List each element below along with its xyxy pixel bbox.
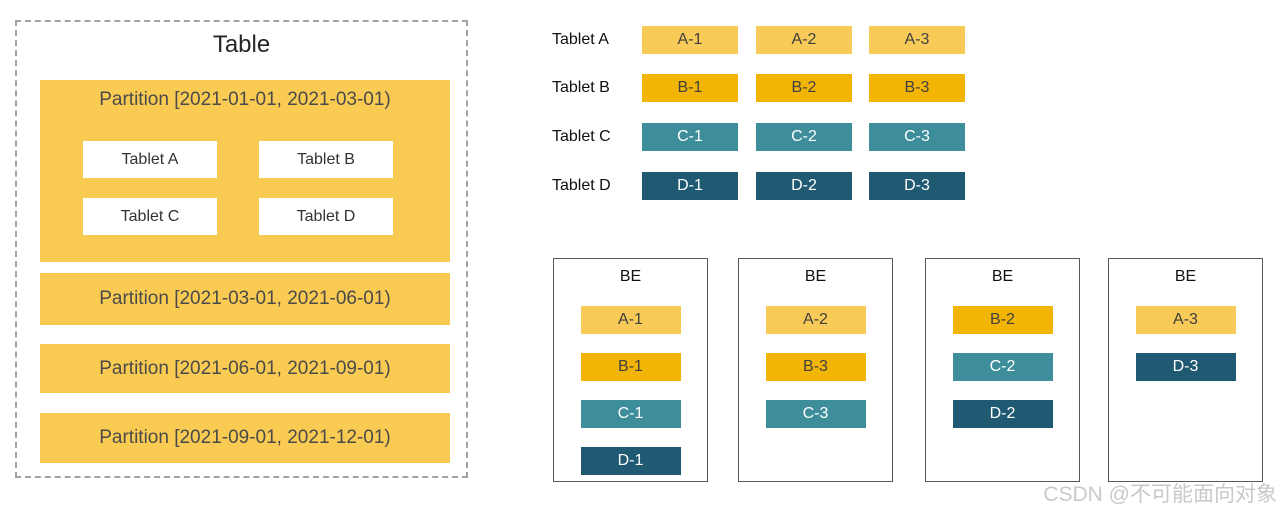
backend-label: BE bbox=[619, 268, 642, 285]
backend-replica-block: C-3 bbox=[765, 400, 866, 428]
tablet-replica-block: D-3 bbox=[869, 172, 965, 200]
watermark: CSDN @不可能面向对象 bbox=[1043, 483, 1277, 506]
tablet-replica-block: A-2 bbox=[756, 26, 852, 54]
partition-label: Partition [2021-01-01, 2021-03-01) bbox=[99, 89, 391, 110]
backend-replica-block: D-1 bbox=[580, 447, 681, 475]
backend-replica-block: A-2 bbox=[765, 306, 866, 334]
backend-replica-block: A-3 bbox=[1135, 306, 1236, 334]
tablet-replica-block: C-2 bbox=[756, 123, 852, 151]
partition-bar: Partition [2021-03-01, 2021-06-01) bbox=[40, 273, 450, 325]
table-container: Table Partition [2021-01-01, 2021-03-01)… bbox=[15, 20, 468, 478]
tablet-replica-block: D-1 bbox=[642, 172, 738, 200]
backend-replica-block: A-1 bbox=[580, 306, 681, 334]
tablet-replica-block: D-2 bbox=[756, 172, 852, 200]
tablet-box: Tablet A bbox=[83, 141, 217, 178]
table-title: Table bbox=[212, 31, 271, 58]
backend-replica-block: D-2 bbox=[952, 400, 1053, 428]
partition-bar: Partition [2021-09-01, 2021-12-01) bbox=[40, 413, 450, 463]
tablet-row-label: Tablet C bbox=[552, 128, 611, 145]
tablet-row-label: Tablet A bbox=[552, 31, 609, 48]
backend-replica-block: C-1 bbox=[580, 400, 681, 428]
tablet-box: Tablet C bbox=[83, 198, 217, 235]
tablet-replica-block: C-3 bbox=[869, 123, 965, 151]
tablet-replica-block: A-1 bbox=[642, 26, 738, 54]
backend-label: BE bbox=[991, 268, 1014, 285]
tablet-replica-block: A-3 bbox=[869, 26, 965, 54]
backend-label: BE bbox=[1174, 268, 1197, 285]
partition-bar-large: Partition [2021-01-01, 2021-03-01) Table… bbox=[40, 80, 450, 262]
backend-replica-block: B-2 bbox=[952, 306, 1053, 334]
backend-replica-block: B-1 bbox=[580, 353, 681, 381]
tablet-row-label: Tablet D bbox=[552, 177, 611, 194]
tablet-replica-block: B-1 bbox=[642, 74, 738, 102]
partition-bar: Partition [2021-06-01, 2021-09-01) bbox=[40, 344, 450, 393]
tablet-box: Tablet B bbox=[259, 141, 393, 178]
tablet-replica-block: C-1 bbox=[642, 123, 738, 151]
partition-label: Partition [2021-09-01, 2021-12-01) bbox=[99, 427, 391, 448]
backend-label: BE bbox=[804, 268, 827, 285]
partition-label: Partition [2021-06-01, 2021-09-01) bbox=[99, 357, 391, 379]
backend-replica-block: D-3 bbox=[1135, 353, 1236, 381]
backend-replica-block: B-3 bbox=[765, 353, 866, 381]
tablet-box: Tablet D bbox=[259, 198, 393, 235]
backend-replica-block: C-2 bbox=[952, 353, 1053, 381]
tablet-replica-block: B-3 bbox=[869, 74, 965, 102]
tablet-replica-block: B-2 bbox=[756, 74, 852, 102]
tablet-row-label: Tablet B bbox=[552, 79, 610, 96]
partition-label: Partition [2021-03-01, 2021-06-01) bbox=[99, 288, 391, 309]
